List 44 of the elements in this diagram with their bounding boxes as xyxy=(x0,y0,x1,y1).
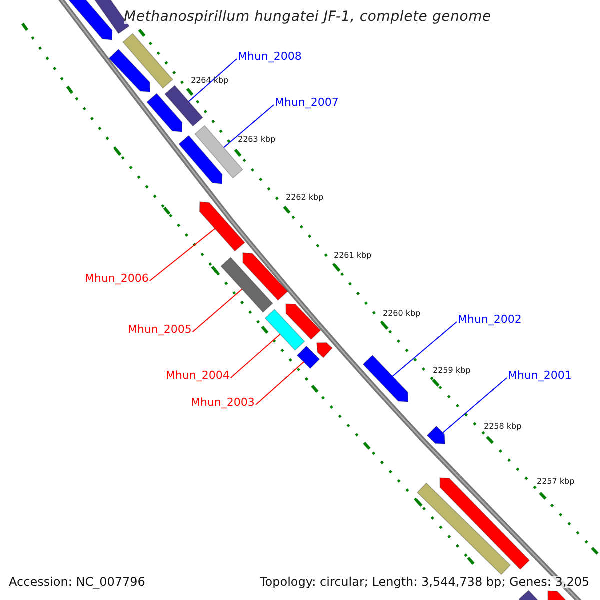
leader-line xyxy=(442,378,508,434)
scale-label: 2261 kbp xyxy=(334,252,372,260)
gene-label: Mhun_2003 xyxy=(191,397,255,408)
scale-label: 2264 kbp xyxy=(191,77,229,85)
gene-block xyxy=(178,135,223,184)
map-title: Methanospirillum hungatei JF-1, complete genome xyxy=(124,10,492,24)
gene-label: Mhun_2008 xyxy=(238,51,302,62)
scale-label: 2263 kbp xyxy=(238,136,276,144)
gene-block xyxy=(122,33,174,89)
scale-label: 2257 kbp xyxy=(537,478,575,486)
leader-line xyxy=(149,228,216,282)
gene-block xyxy=(199,202,246,252)
gene-label: Mhun_2005 xyxy=(128,324,192,335)
leader-line xyxy=(188,58,238,102)
scale-label: 2260 kbp xyxy=(383,310,421,318)
leader-line xyxy=(230,334,281,378)
gene-block xyxy=(296,346,320,370)
gene-label: Mhun_2006 xyxy=(85,273,149,284)
gene-block xyxy=(242,252,288,301)
leader-line xyxy=(255,362,304,406)
gene-block xyxy=(316,342,333,358)
gene-block xyxy=(426,426,446,444)
leader-line xyxy=(223,104,274,148)
gene-block xyxy=(108,48,150,92)
leader-line xyxy=(192,288,243,332)
gene-block xyxy=(264,309,306,351)
scale-label: 2262 kbp xyxy=(286,194,324,202)
gene-block xyxy=(362,354,408,402)
gene-block xyxy=(68,0,113,40)
scale-label: 2259 kbp xyxy=(433,367,471,375)
scale-label: 2258 kbp xyxy=(484,423,522,431)
gene-label: Mhun_2002 xyxy=(458,314,522,325)
genome-stats-text: Topology: circular; Length: 3,544,738 bp; Genes: 3,205 xyxy=(260,576,590,588)
gene-block xyxy=(440,478,530,570)
gene-block xyxy=(220,257,274,313)
gene-block xyxy=(146,93,183,132)
leader-line xyxy=(392,322,458,378)
gene-label: Mhun_2004 xyxy=(166,370,230,381)
accession-text: Accession: NC_007796 xyxy=(9,576,146,588)
gene-block xyxy=(416,482,512,576)
gene-block xyxy=(286,304,322,340)
gene-label: Mhun_2007 xyxy=(275,97,339,108)
gene-label: Mhun_2001 xyxy=(508,370,572,381)
gene-block xyxy=(164,85,204,127)
